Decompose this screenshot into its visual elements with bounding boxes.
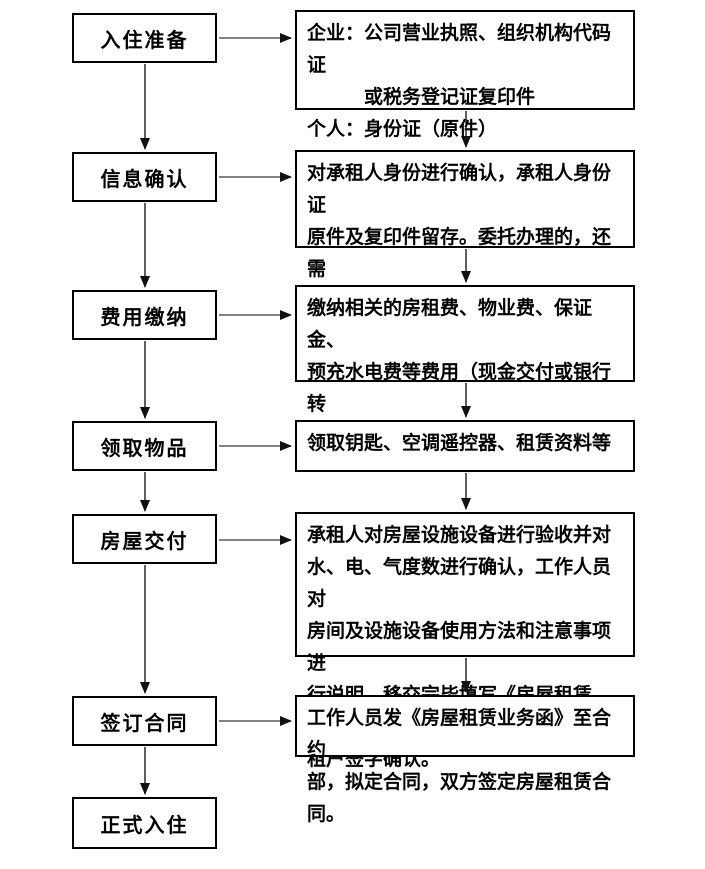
step-box-info-confirm: 信息确认 [72,152,217,202]
detail-box-sign-contract: 工作人员发《房屋租赁业务函》至合约 部，拟定合同，双方签定房屋租赁合同。 [295,695,635,825]
detail-box-collect-items: 领取钥匙、空调遥控器、租赁资料等 [295,420,635,472]
step-label-official-checkin: 正式入住 [100,814,189,837]
step-box-official-checkin: 正式入住 [72,797,217,849]
step-label-house-handover: 房屋交付 [100,530,189,553]
detail-box-checkin-prep: 企业：公司营业执照、组织机构代码证 或税务登记证复印件 个人：身份证（原件） [295,10,635,140]
step-label-collect-items: 领取物品 [100,437,189,460]
step-box-sign-contract: 签订合同 [72,696,217,746]
step-box-checkin-prep: 入住准备 [72,13,217,63]
step-label-info-confirm: 信息确认 [100,168,189,191]
step-box-fee-payment: 费用缴纳 [72,290,217,340]
step-label-sign-contract: 签订合同 [100,712,189,735]
step-box-collect-items: 领取物品 [72,421,217,471]
step-label-checkin-prep: 入住准备 [100,29,189,52]
detail-box-house-handover: 承租人对房屋设施设备进行验收并对 水、电、气度数进行确认，工作人员对 房间及设施… [295,512,635,770]
step-label-fee-payment: 费用缴纳 [100,306,189,329]
detail-box-info-confirm: 对承租人身份进行确认，承租人身份证 原件及复印件留存。委托办理的，还需 提供代办… [295,150,635,312]
step-box-house-handover: 房屋交付 [72,514,217,564]
detail-box-fee-payment: 缴纳相关的房租费、物业费、保证金、 预充水电费等费用（现金交付或银行转 帐） [295,285,635,447]
